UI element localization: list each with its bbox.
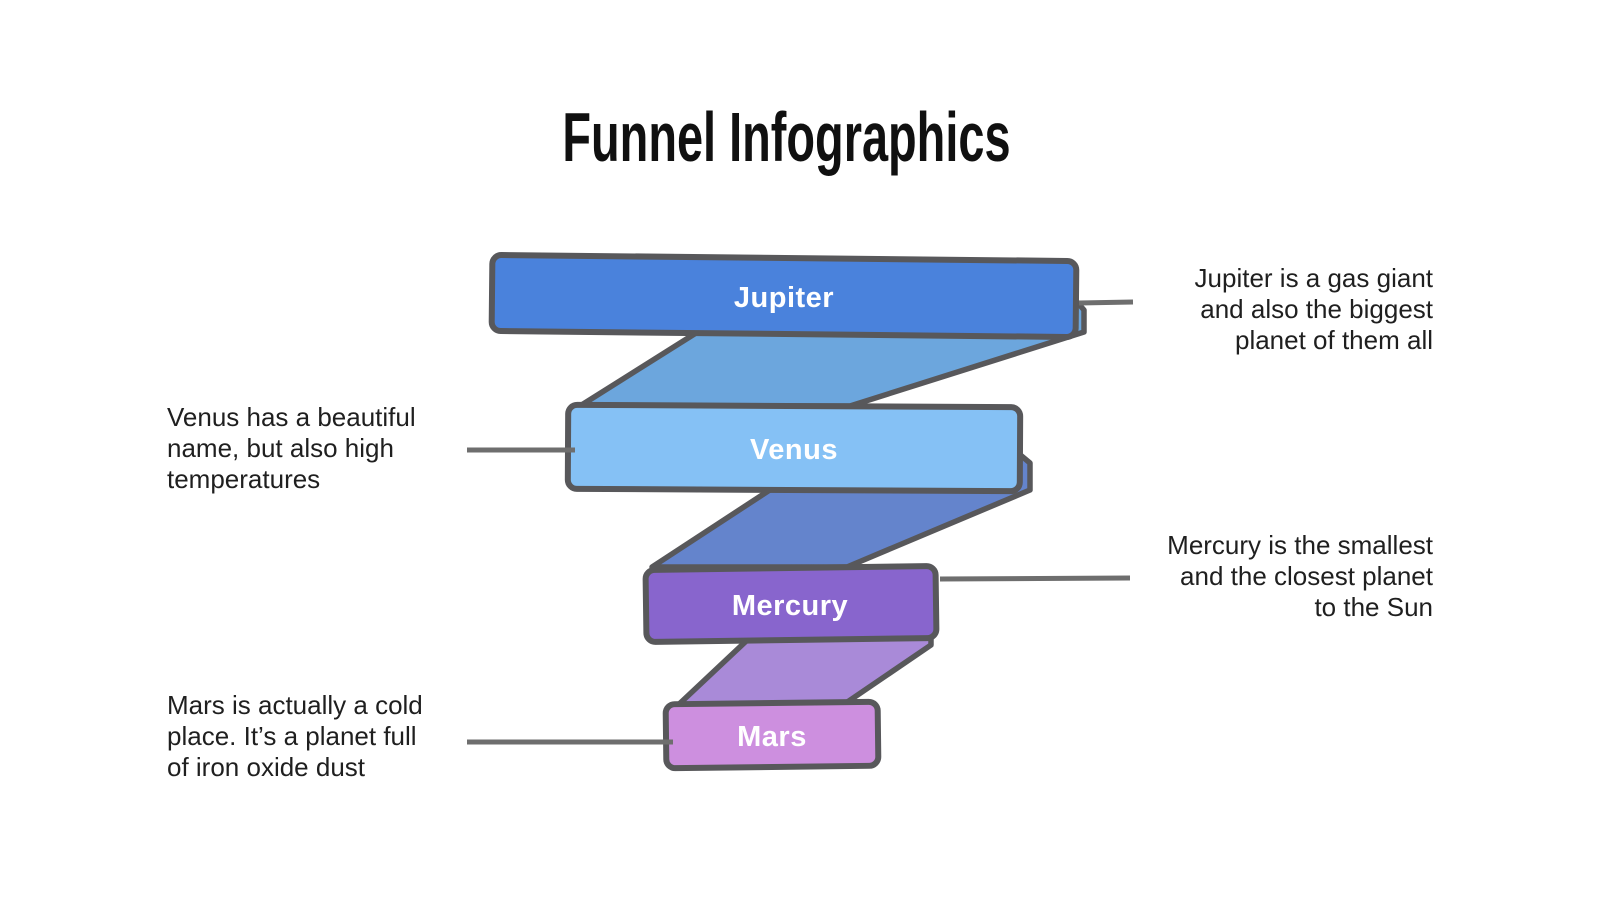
leader-line-jupiter [1078, 299, 1134, 306]
annotation-mars-line-3: of iron oxide dust [167, 752, 366, 782]
annotation-mars: Mars is actually a cold place. It’s a pl… [167, 690, 423, 783]
annotation-mercury: Mercury is the smallest and the closest … [1167, 530, 1433, 623]
leader-line-mercury [939, 575, 1131, 582]
stage-bar-jupiter [488, 252, 1080, 340]
stage-label-venus: Venus [750, 434, 838, 466]
stage-label-jupiter: Jupiter [734, 282, 834, 314]
annotation-mars-line-2: place. It’s a planet full [167, 721, 417, 751]
annotation-venus: Venus has a beautiful name, but also hig… [167, 402, 416, 495]
annotation-jupiter-line-3: planet of them all [1234, 325, 1433, 355]
annotation-mercury-line-2: and the closest planet [1180, 561, 1433, 591]
annotation-venus-line-1: Venus has a beautiful [167, 402, 416, 432]
annotation-mercury-line-1: Mercury is the smallest [1167, 530, 1433, 560]
page-title: Funnel Infographics [0, 99, 1572, 176]
annotation-mercury-line-3: to the Sun [1314, 592, 1433, 622]
annotation-jupiter-line-1: Jupiter is a gas giant [1194, 263, 1433, 293]
stage-label-mars: Mars [737, 721, 807, 753]
annotation-jupiter-line-2: and also the biggest [1200, 294, 1433, 324]
stage-bar-mars [662, 698, 882, 772]
stage-bar-mercury [642, 563, 940, 645]
annotation-venus-line-3: temperatures [167, 464, 321, 494]
stage-bar-venus [564, 401, 1024, 495]
annotation-mars-line-1: Mars is actually a cold [167, 690, 423, 720]
annotation-venus-line-2: name, but also high [167, 433, 394, 463]
annotation-jupiter: Jupiter is a gas giant and also the bigg… [1195, 263, 1433, 356]
stage-label-mercury: Mercury [732, 590, 848, 622]
page-title-text: Funnel Infographics [561, 98, 1011, 176]
